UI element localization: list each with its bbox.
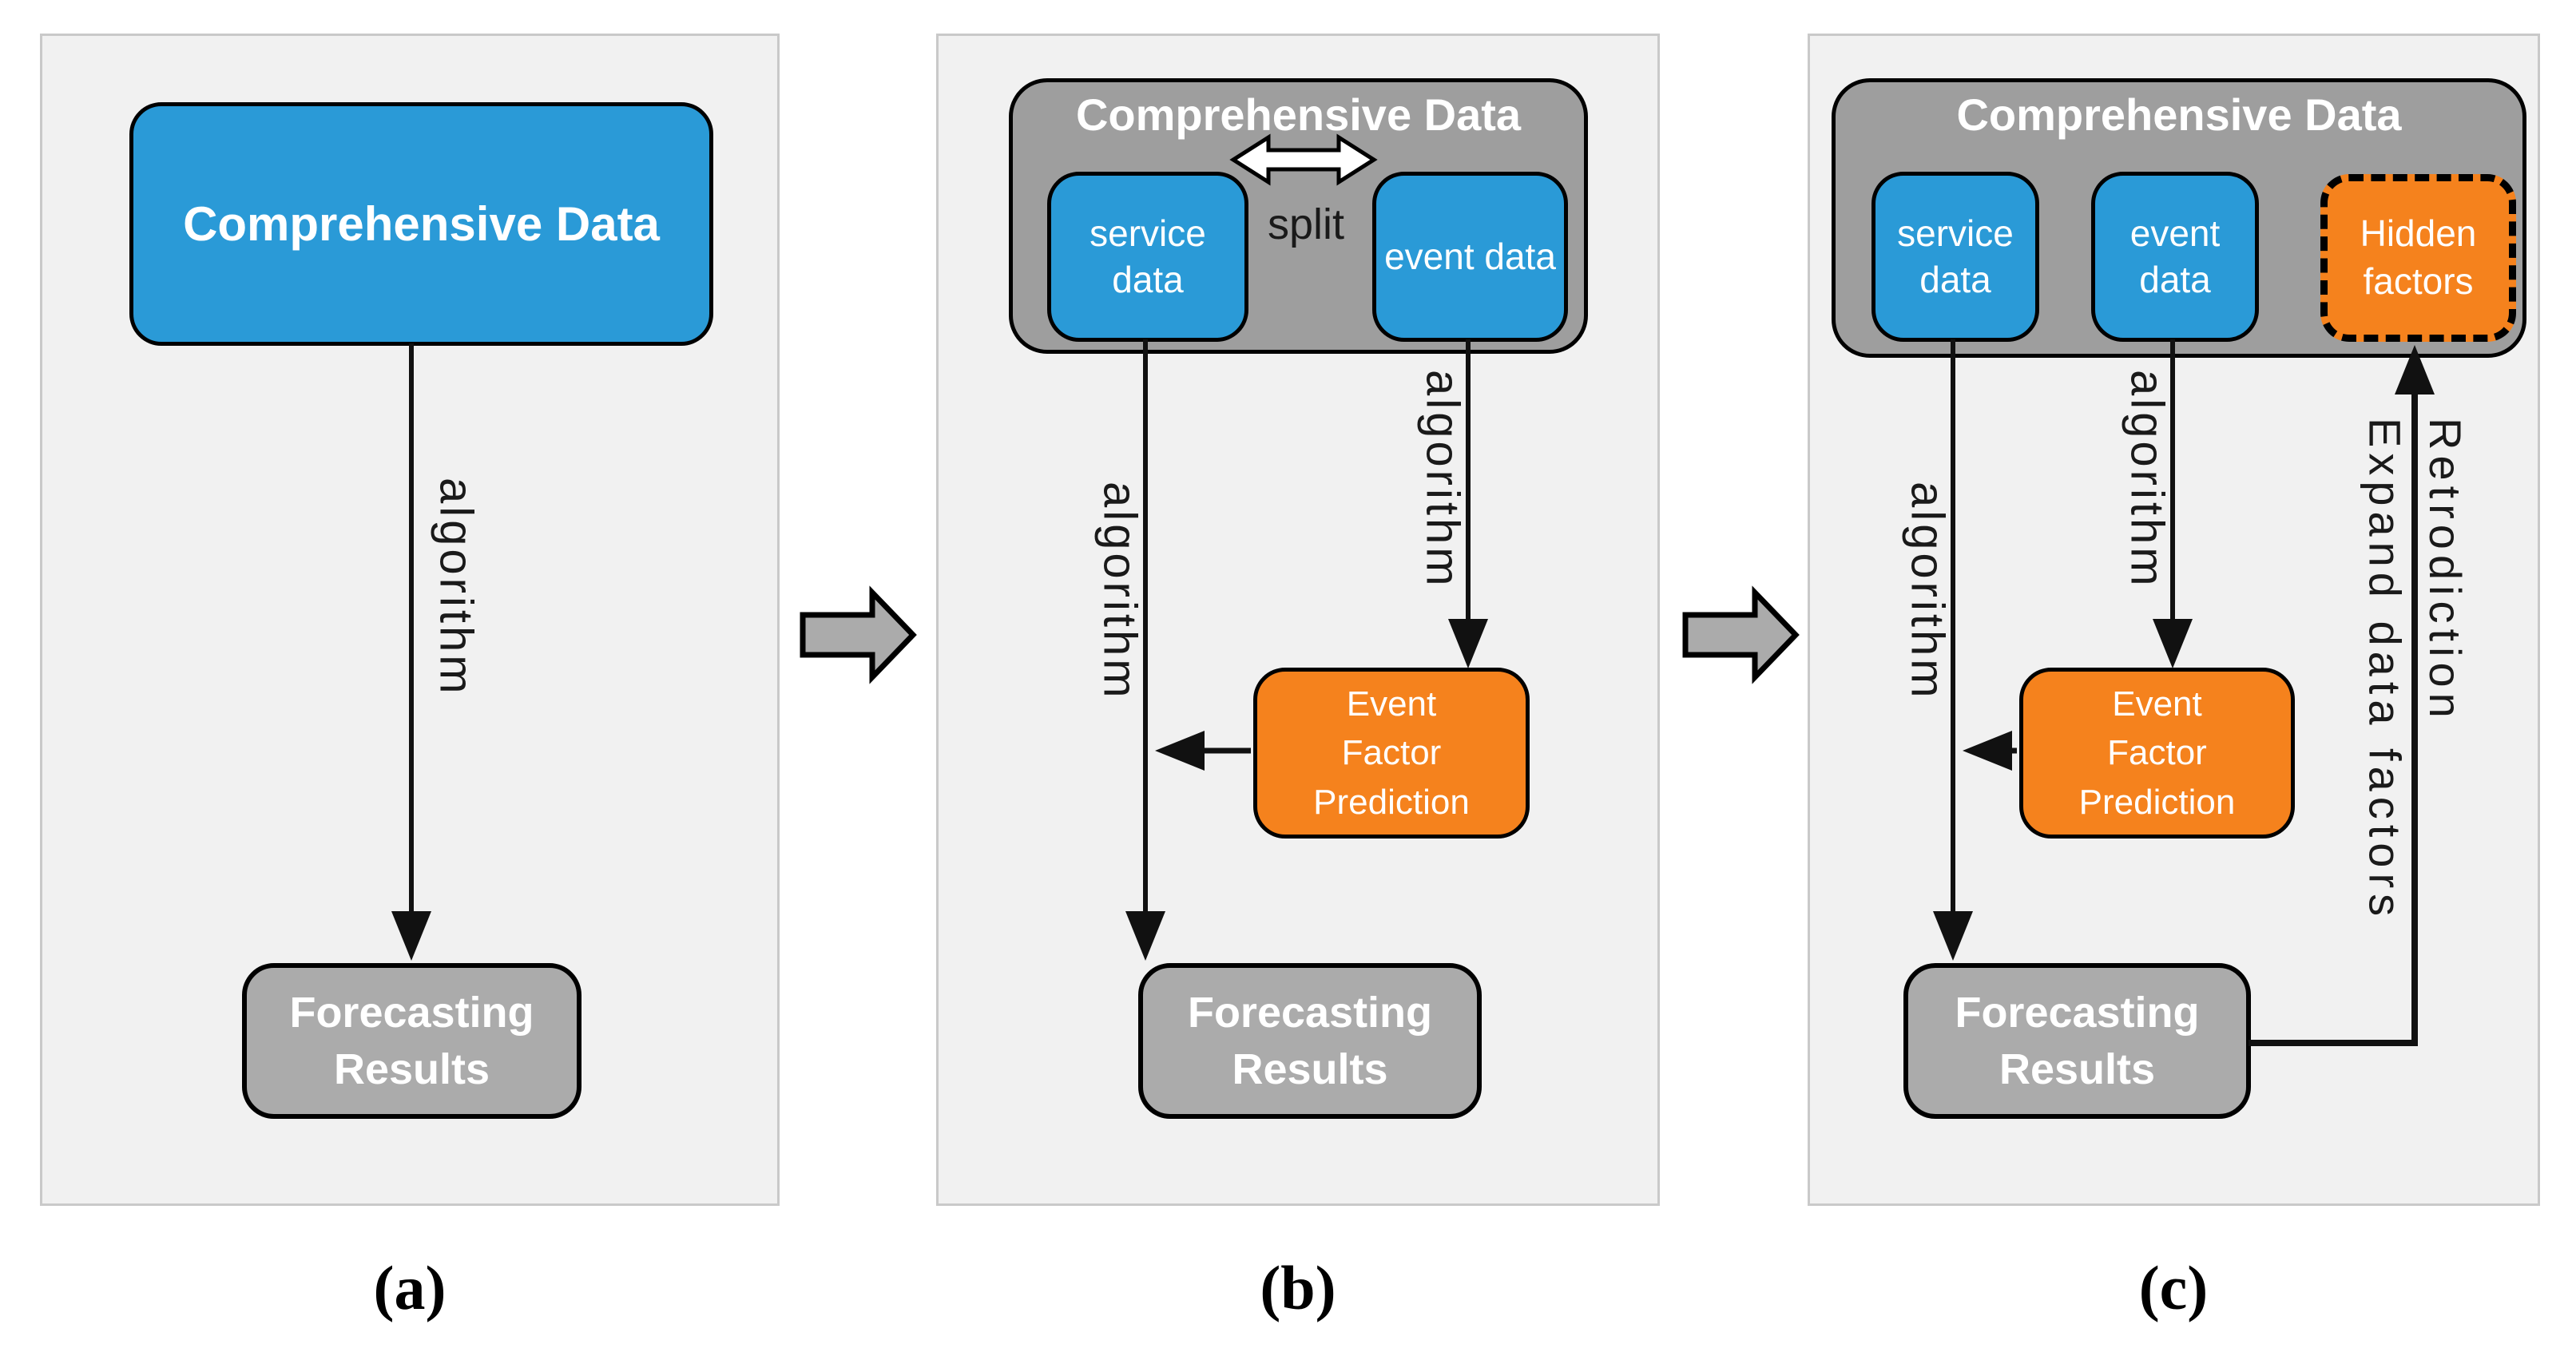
service-data-label-b: service data	[1090, 212, 1206, 300]
event-factor-prediction-box-b: Event Factor Prediction	[1253, 668, 1530, 839]
forecasting-results-box-a: Forecasting Results	[242, 963, 581, 1119]
panel-c: Comprehensive Data service data event da…	[1808, 34, 2540, 1206]
algorithm-edge-label-b-event: algorithm	[1416, 370, 1469, 589]
forecasting-results-label-b: Forecasting Results	[1187, 989, 1433, 1093]
service-data-label-c: service data	[1897, 212, 2014, 300]
forecasting-results-box-c: Forecasting Results	[1903, 963, 2251, 1119]
hidden-factors-label-c: Hidden factors	[2360, 212, 2477, 302]
service-data-box-b: service data	[1047, 172, 1248, 342]
event-data-label-b: event data	[1384, 235, 1556, 277]
algorithm-edge-label-c-event: algorithm	[2121, 370, 2173, 589]
event-data-box-c: event data	[2091, 172, 2259, 342]
expand-data-factors-label: Expand data factors	[2360, 418, 2411, 922]
event-factor-prediction-label-b: Event Factor Prediction	[1313, 684, 1470, 822]
caption-b: (b)	[1260, 1253, 1336, 1322]
caption-a: (a)	[373, 1253, 447, 1322]
panel-transition-arrow-1	[800, 585, 917, 684]
forecasting-results-label-a: Forecasting Results	[289, 989, 534, 1093]
event-factor-prediction-label-c: Event Factor Prediction	[2078, 684, 2236, 822]
event-data-box-b: event data	[1372, 172, 1568, 342]
comprehensive-data-box-a: Comprehensive Data	[129, 102, 713, 346]
panel-transition-arrow-2	[1682, 585, 1800, 684]
algorithm-edge-label-b-service: algorithm	[1094, 482, 1146, 701]
comprehensive-data-label-b: Comprehensive Data	[1075, 89, 1522, 140]
event-data-label-c: event data	[2129, 212, 2221, 300]
hidden-factors-box-c: Hidden factors	[2320, 174, 2516, 342]
feedback-edge-labels-c: Retrodiction Expand data factors	[2355, 418, 2475, 922]
service-data-box-c: service data	[1871, 172, 2039, 342]
comprehensive-data-label-c: Comprehensive Data	[1956, 89, 2402, 140]
forecasting-results-label-c: Forecasting Results	[1955, 989, 2200, 1093]
caption-c: (c)	[2138, 1253, 2209, 1322]
forecasting-results-box-b: Forecasting Results	[1138, 963, 1482, 1119]
algorithm-edge-label-a: algorithm	[430, 478, 482, 697]
retrodiction-label: Retrodiction	[2420, 418, 2471, 724]
panel-a: Comprehensive Data algorithm Forecasting…	[40, 34, 780, 1206]
panel-b: Comprehensive Data service data event da…	[936, 34, 1660, 1206]
event-factor-prediction-box-c: Event Factor Prediction	[2019, 668, 2295, 839]
split-label: split	[1267, 200, 1345, 248]
algorithm-edge-label-c-service: algorithm	[1901, 482, 1954, 701]
comprehensive-data-label-a: Comprehensive Data	[183, 197, 660, 251]
